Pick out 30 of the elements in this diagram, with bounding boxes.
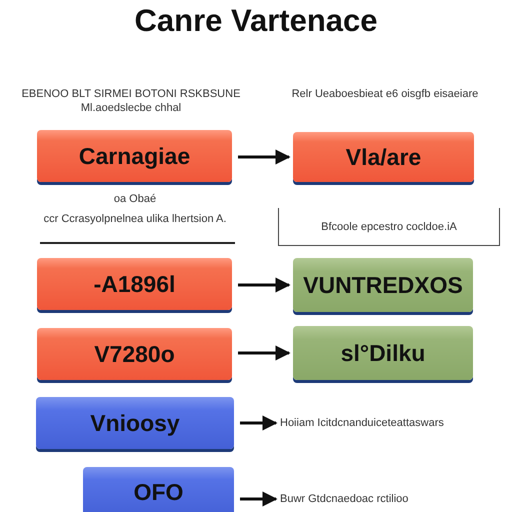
arrow [238,278,290,292]
box-label: OFO [134,478,184,506]
box-label: VUNTREDXOS [303,272,463,298]
caption-text: ccr Ccrasyolpnelnea ulika lhertsion A. [42,213,228,227]
box-label: sl°Dilku [340,340,426,366]
process-box [36,397,234,449]
arrow [238,346,290,360]
note-text: Buwr Gtdcnaedoac rctilioo [280,493,408,505]
note-text: Bfcoole epcestro cocldoe.iA [321,220,457,232]
box-label: -A1896l [94,270,176,298]
diagram-title: Canre Vartenace [134,2,378,40]
arrow [238,150,290,164]
process-box [37,328,232,380]
process-box [293,132,474,182]
box-label: V7280o [94,340,175,368]
process-box [293,326,473,380]
caption-text: Relr Ueaboesbieat e6 oisgfb eisaeiare [290,88,480,102]
arrow [240,416,278,430]
process-box [37,258,232,310]
note-text: Hoiiam Icitdcnanduiceteattaswars [280,417,444,429]
note-box [278,208,500,246]
process-box [37,130,232,182]
box-label: Vnioosy [90,410,180,436]
caption-text: oa Obaé [112,193,158,207]
box-label: Vla/are [346,144,422,170]
caption-text: EBENOO BLT SIRMEI BOTONI RSKBSUNE Ml.aoedslecbe chhal [20,88,242,116]
process-box [83,467,234,512]
process-box [293,258,473,312]
box-label: Carnagiae [78,142,190,170]
arrow [240,492,278,506]
